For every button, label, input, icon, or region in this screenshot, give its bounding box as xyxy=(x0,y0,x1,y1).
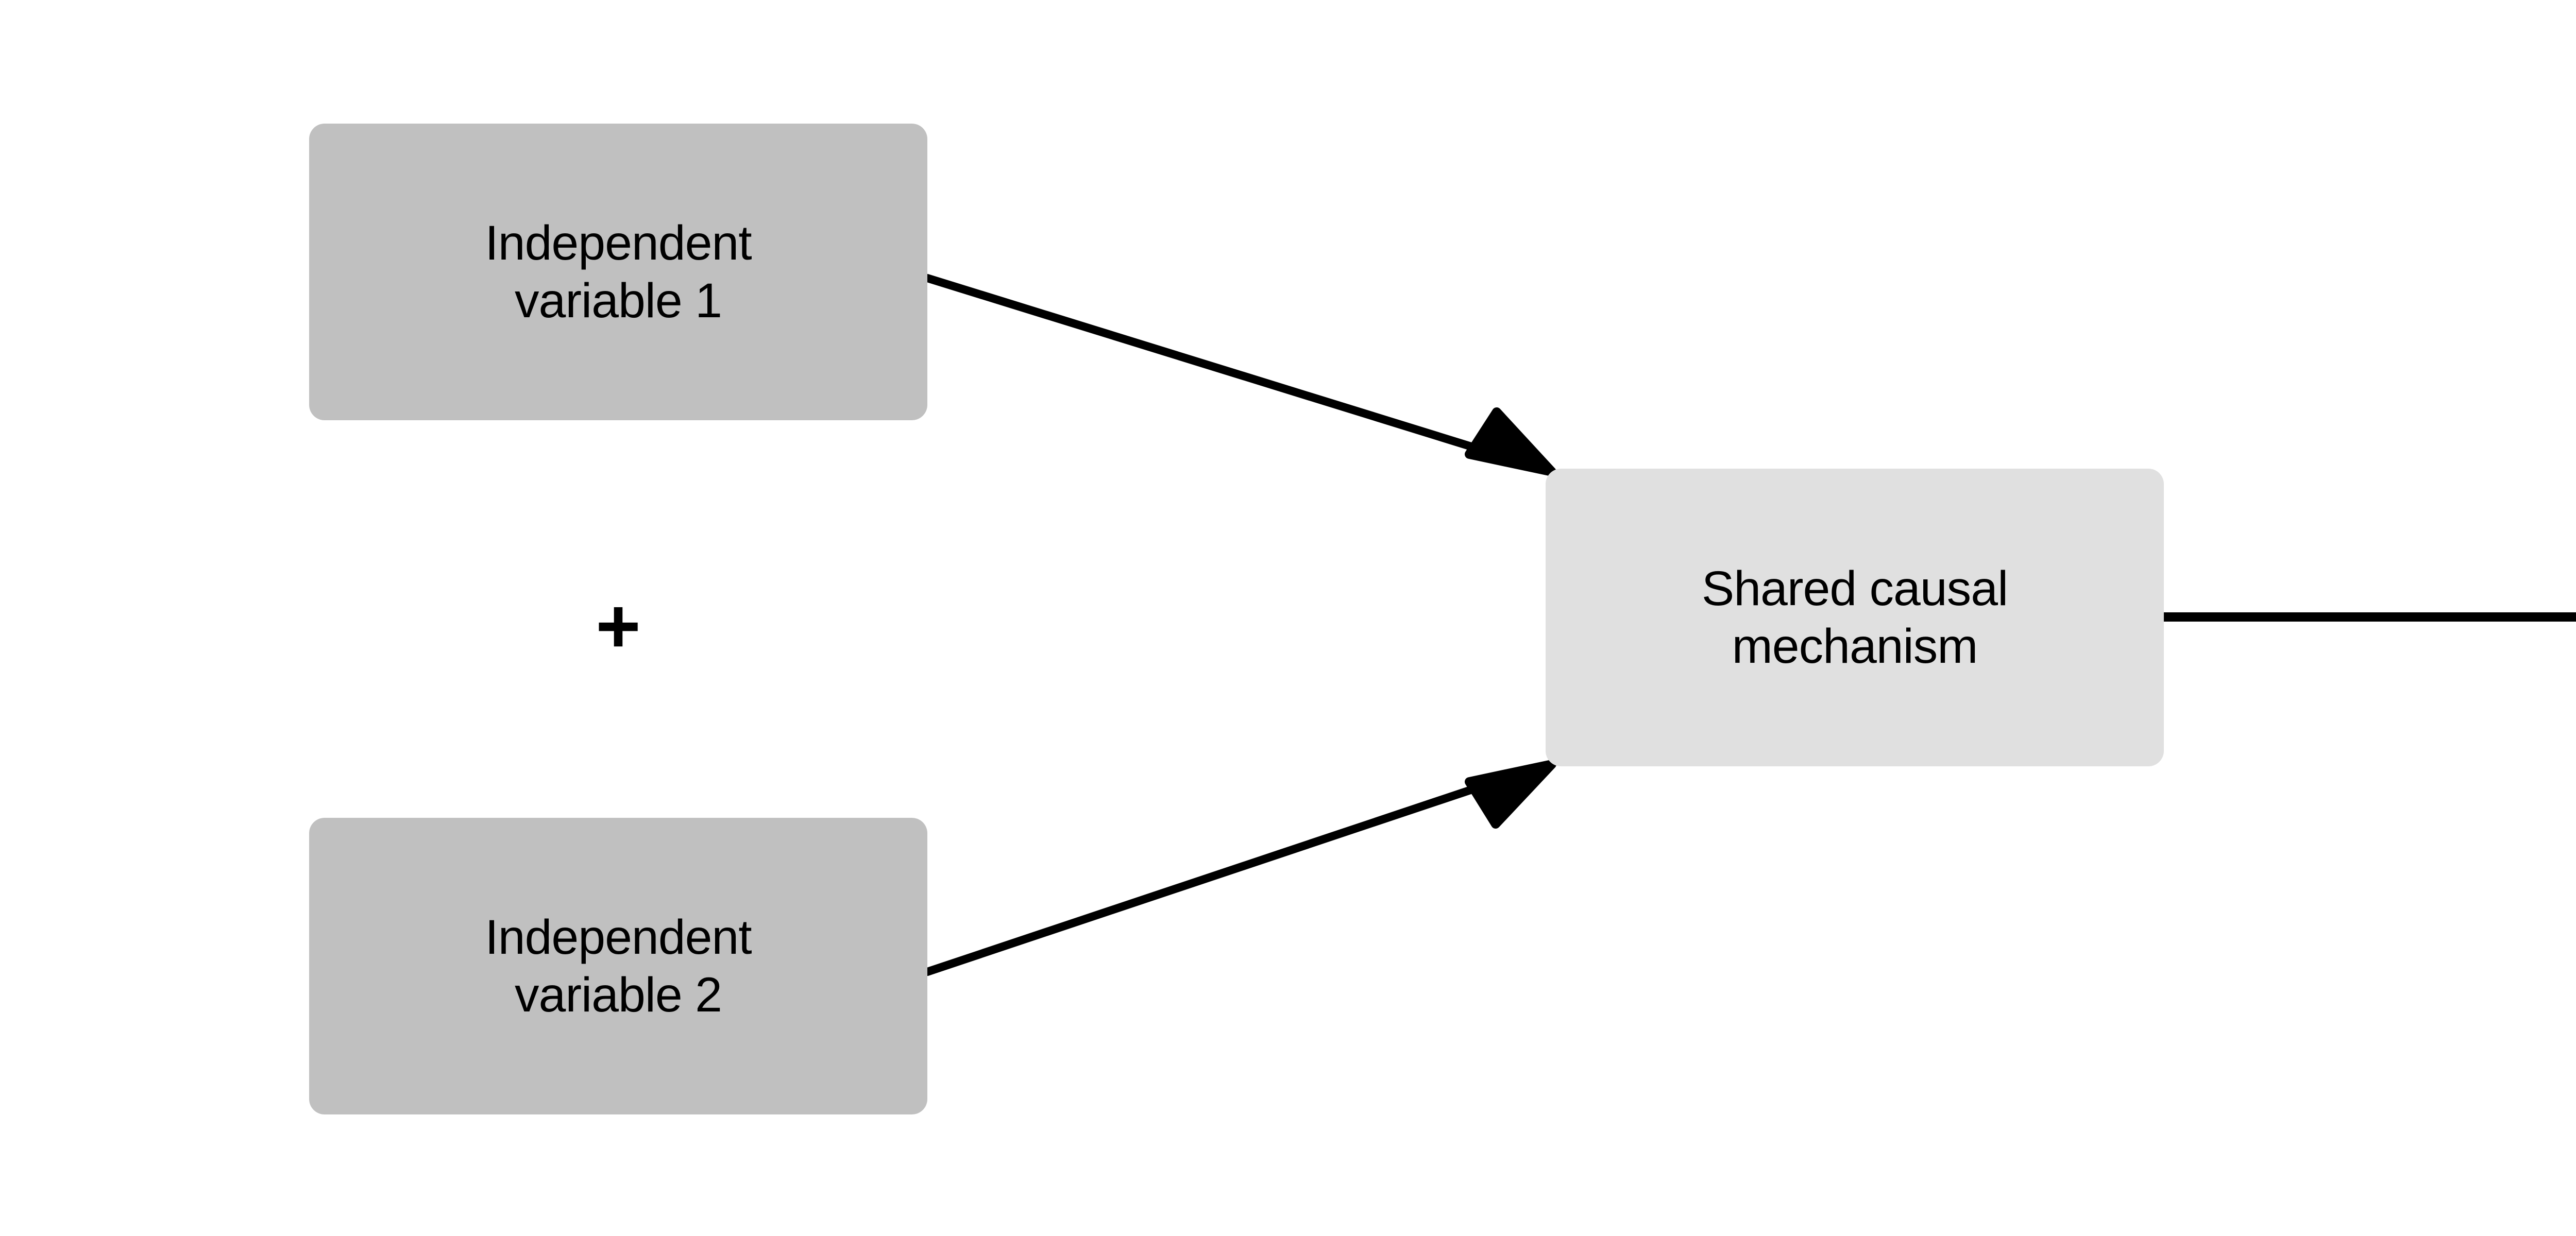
plus-operator-icon: + xyxy=(596,582,641,669)
node-independent-variable-1[interactable]: Independent variable 1 xyxy=(309,124,927,420)
edge-iv1-to-mechanism xyxy=(923,274,1556,476)
node-shared-causal-mechanism[interactable]: Shared causal mechanism xyxy=(1546,469,2164,766)
edge-iv2-to-mechanism xyxy=(923,760,1556,976)
edge-mechanism-to-dv xyxy=(2158,612,2576,622)
node-independent-variable-2[interactable]: Independent variable 2 xyxy=(309,818,927,1114)
arrowhead-icon xyxy=(1465,407,1556,476)
arrowhead-icon xyxy=(1465,760,1556,829)
